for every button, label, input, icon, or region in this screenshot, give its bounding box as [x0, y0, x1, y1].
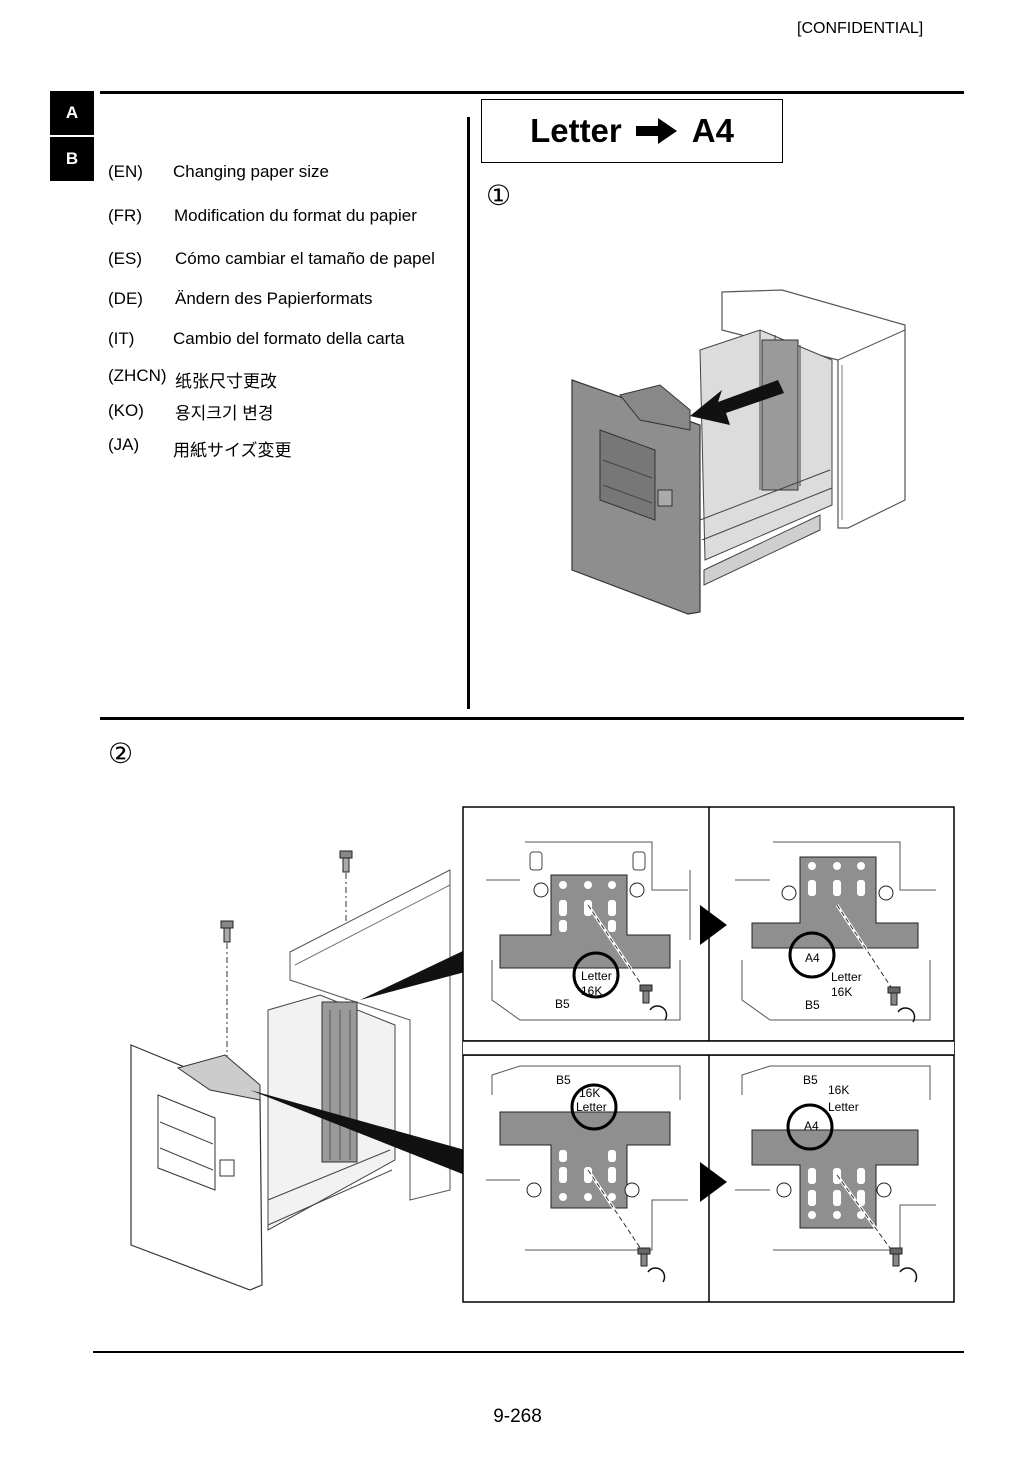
footer-rule: [93, 1351, 964, 1353]
tab-a[interactable]: A: [50, 91, 94, 135]
list-item: (ES) Cómo cambiar el tamaño de papel: [108, 249, 435, 269]
lang-code-es: (ES): [108, 249, 142, 268]
lang-code-it: (IT): [108, 329, 135, 348]
drawer-pull-illustration: [571, 289, 906, 615]
lang-code-de: (DE): [108, 289, 143, 308]
label-b5: B5: [555, 997, 570, 1011]
list-item: (DE) Ändern des Papierformats: [108, 289, 373, 309]
label-letter: Letter: [581, 969, 612, 983]
step-two-marker: ②: [108, 738, 134, 769]
label-a4: A4: [805, 951, 820, 965]
list-item: (ZHCN) 纸张尺寸更改: [108, 366, 277, 391]
guide-detail-panels: Letter 16K B5 A4 Letter 16K B5: [462, 806, 955, 1303]
label-letter: Letter: [828, 1100, 859, 1114]
tab-b[interactable]: B: [50, 137, 94, 181]
screw-icon: [339, 850, 353, 873]
lang-text-de: Ändern des Papierformats: [175, 289, 373, 308]
list-item: (EN) Changing paper size: [108, 162, 329, 182]
label-b5: B5: [803, 1073, 818, 1087]
lang-text-fr: Modification du format du papier: [174, 206, 417, 225]
label-letter: Letter: [831, 970, 862, 984]
label-16k: 16K: [581, 984, 602, 998]
lang-code-ko: (KO): [108, 401, 144, 420]
lang-text-ja: 用紙サイズ変更: [173, 441, 292, 460]
section-rule: [100, 717, 964, 720]
label-letter: Letter: [576, 1100, 607, 1114]
label-a4: A4: [804, 1119, 819, 1133]
lang-text-zhcn: 纸张尺寸更改: [175, 372, 277, 391]
title-box: Letter A4: [481, 99, 783, 163]
list-item: (KO) 용지크기 변경: [108, 401, 274, 423]
list-item: (JA) 用紙サイズ変更: [108, 435, 292, 460]
confidential-label: [CONFIDENTIAL]: [797, 20, 924, 37]
lang-text-en: Changing paper size: [173, 162, 329, 181]
label-b5: B5: [805, 998, 820, 1012]
panel-bottom-left: B5 16K Letter: [486, 1065, 688, 1283]
lang-code-zhcn: (ZHCN): [108, 366, 167, 385]
label-16k: 16K: [579, 1086, 600, 1100]
list-item: (FR) Modification du format du papier: [108, 206, 417, 226]
label-b5: B5: [556, 1073, 571, 1087]
panel-top-left: Letter 16K B5: [486, 841, 691, 1021]
list-item: (IT) Cambio del formato della carta: [108, 329, 405, 349]
next-arrow-icon: [700, 905, 727, 945]
panel-top-right: A4 Letter 16K B5: [735, 841, 936, 1023]
step-one-marker: ①: [486, 180, 512, 211]
title-from: Letter: [530, 112, 622, 149]
lang-text-ko: 용지크기 변경: [175, 404, 274, 423]
drawer-screws-illustration: [130, 850, 465, 1291]
lang-code-en: (EN): [108, 162, 143, 181]
screw-icon: [220, 920, 234, 943]
lang-code-fr: (FR): [108, 206, 142, 225]
top-rule: [100, 91, 964, 94]
title-to: A4: [691, 112, 734, 149]
panel-bottom-right: B5 16K Letter A4: [735, 1065, 936, 1283]
label-16k: 16K: [828, 1083, 849, 1097]
column-divider: [467, 117, 470, 709]
lang-text-it: Cambio del formato della carta: [173, 329, 405, 348]
arrow-right-icon: [635, 118, 677, 144]
lang-text-es: Cómo cambiar el tamaño de papel: [175, 249, 435, 268]
label-16k: 16K: [831, 985, 852, 999]
lang-code-ja: (JA): [108, 435, 140, 454]
next-arrow-icon: [700, 1162, 727, 1202]
page-number: 9-268: [493, 1406, 542, 1427]
